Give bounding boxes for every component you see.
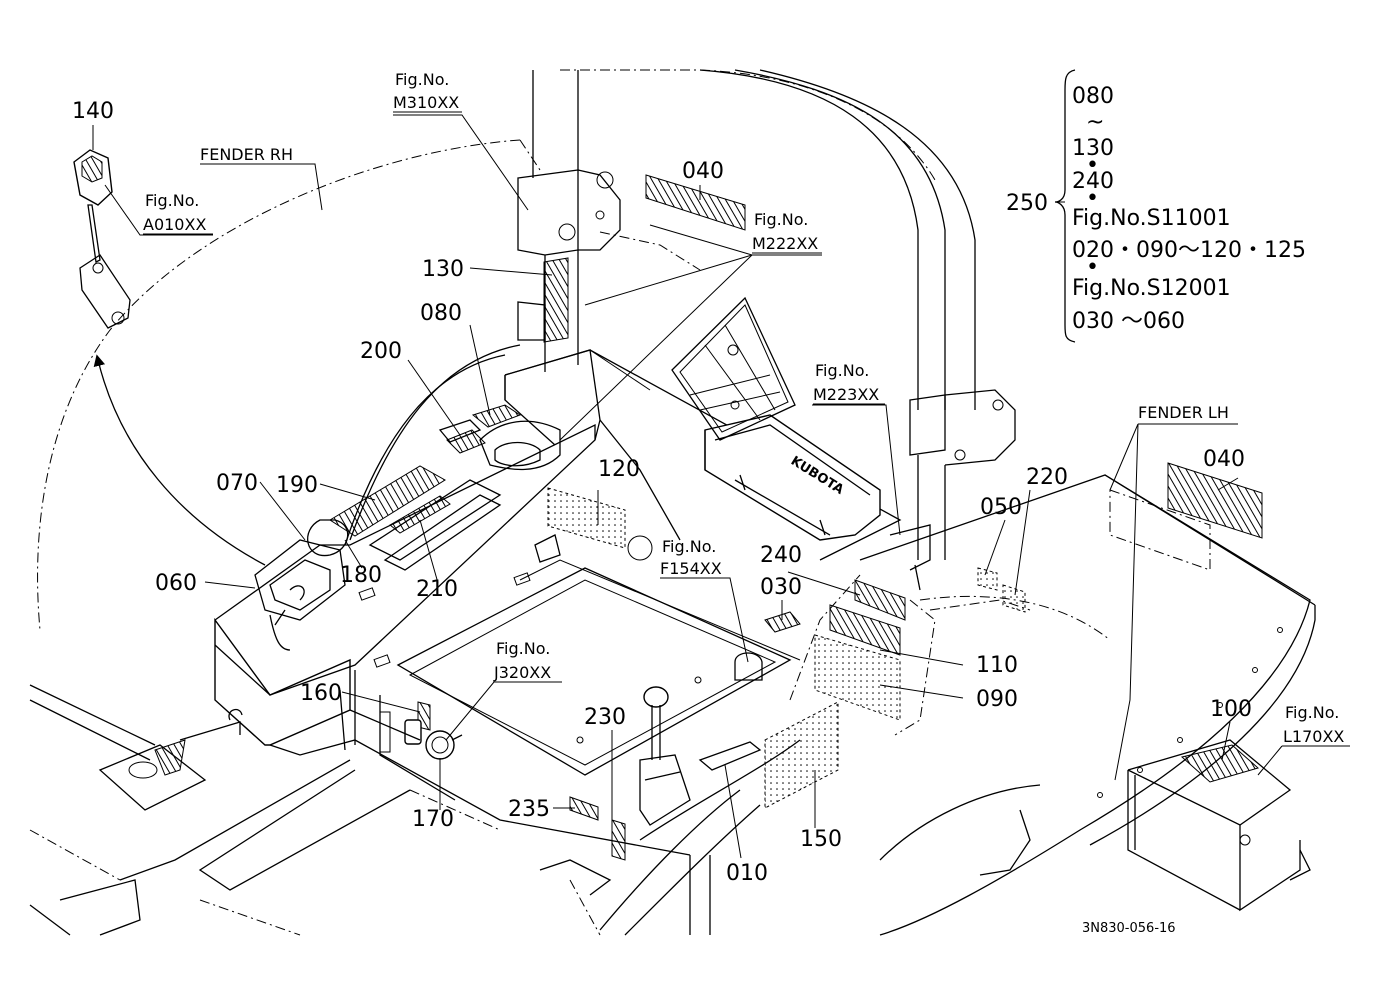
label-170: 170 xyxy=(412,807,454,832)
label-070: 070 xyxy=(216,471,258,496)
label-130: 130 xyxy=(422,257,464,282)
decals xyxy=(329,174,1263,861)
fender-rh-outline xyxy=(37,139,541,631)
fig-ref-j320-code: J320XX xyxy=(493,663,551,682)
decal-040-lh xyxy=(1167,462,1263,539)
kit-list-line-5: 240 xyxy=(1072,169,1114,194)
label-240: 240 xyxy=(760,543,802,568)
label-140: 140 xyxy=(72,99,114,124)
kit-list-line-9: • xyxy=(1086,255,1099,280)
fig-ref-f154-code: F154XX xyxy=(660,559,722,578)
fig-ref-m222-prefix: Fig.No. xyxy=(754,210,808,229)
fig-ref-a010-prefix: Fig.No. xyxy=(145,191,199,210)
kit-list-line-2: ~ xyxy=(1086,110,1104,135)
decal-190 xyxy=(329,465,446,537)
decal-120 xyxy=(547,487,626,549)
label-210: 210 xyxy=(416,577,458,602)
label-230: 230 xyxy=(584,705,626,730)
knob-170 xyxy=(404,719,463,760)
fig-ref-l170-code: L170XX xyxy=(1283,727,1344,746)
kit-list-line-3: 130 xyxy=(1072,136,1114,161)
label-190: 190 xyxy=(276,473,318,498)
cab-frame-right xyxy=(560,69,1016,560)
rear-window-panel xyxy=(671,296,796,441)
pedal-area xyxy=(29,684,243,811)
decal-200 xyxy=(446,429,486,454)
label-010: 010 xyxy=(726,861,768,886)
drawing-code: 3N830-056-16 xyxy=(1082,921,1176,936)
label-030: 030 xyxy=(760,575,802,600)
label-060: 060 xyxy=(155,571,197,596)
fig-ref-m310-code: M310XX xyxy=(393,93,459,112)
cab-pillar-left xyxy=(517,70,621,372)
decal-220 xyxy=(1002,584,1026,613)
callout-fender-rh: FENDER RH xyxy=(200,145,293,164)
fig-ref-m223-prefix: Fig.No. xyxy=(815,361,869,380)
label-235: 235 xyxy=(508,797,550,822)
label-040-lh: 040 xyxy=(1203,447,1245,472)
bracket-l170 xyxy=(1127,739,1311,912)
kit-list-line-11: 030 〜060 xyxy=(1072,309,1185,334)
kit-list-line-6: • xyxy=(1086,186,1099,211)
leader-lines xyxy=(92,114,1350,859)
label-080: 080 xyxy=(420,301,462,326)
label-090: 090 xyxy=(976,687,1018,712)
kit-list-line-8: 020・090〜120・125 xyxy=(1072,238,1306,263)
fig-ref-m222-code: M222XX xyxy=(752,234,818,253)
kit-list-line-4: • xyxy=(1086,153,1099,178)
dashed-guides xyxy=(599,231,1211,736)
figure-references: Fig.No. M310XX Fig.No. A010XX Fig.No. M2… xyxy=(143,70,1350,747)
decal-100 xyxy=(1180,744,1260,783)
label-100: 100 xyxy=(1210,697,1252,722)
joystick xyxy=(639,652,763,826)
decal-040-rh xyxy=(645,174,746,231)
callout-fender-lh: FENDER LH xyxy=(1138,403,1229,422)
decal-130 xyxy=(543,257,569,343)
lower-floor xyxy=(29,524,931,936)
kit-list-line-7: Fig.No.S11001 xyxy=(1072,206,1231,231)
decal-235 xyxy=(569,796,599,821)
label-150: 150 xyxy=(800,827,842,852)
decal-090 xyxy=(814,634,901,721)
label-250: 250 xyxy=(1006,191,1048,216)
label-180: 180 xyxy=(340,563,382,588)
decal-240 xyxy=(854,579,906,621)
fig-ref-f154-prefix: Fig.No. xyxy=(662,537,716,556)
console-housing xyxy=(214,344,653,746)
label-110: 110 xyxy=(976,653,1018,678)
relocation-arrow xyxy=(93,354,266,566)
lever-140 xyxy=(73,149,131,329)
fig-ref-a010-code: A010XX xyxy=(143,215,206,234)
decal-110 xyxy=(829,604,901,656)
kit-bracket xyxy=(1054,69,1076,343)
part-labels: 140 040 130 080 200 070 190 060 180 210 … xyxy=(72,99,1252,886)
label-160: 160 xyxy=(300,681,342,706)
decal-210 xyxy=(389,495,451,534)
decal-150 xyxy=(764,701,839,809)
kit-list: 080 ~ 130 • 240 • Fig.No.S11001 020・090〜… xyxy=(1072,84,1306,334)
decal-080 xyxy=(471,404,522,428)
label-200: 200 xyxy=(360,339,402,364)
label-120: 120 xyxy=(598,457,640,482)
toolbox: KUBOTA xyxy=(704,414,881,541)
fig-ref-m310-prefix: Fig.No. xyxy=(395,70,449,89)
callouts: FENDER RH FENDER LH xyxy=(200,145,1229,422)
kit-list-line-1: 080 xyxy=(1072,84,1114,109)
label-220: 220 xyxy=(1026,465,1068,490)
decal-230 xyxy=(611,819,626,861)
label-050: 050 xyxy=(980,495,1022,520)
fig-ref-l170-prefix: Fig.No. xyxy=(1285,703,1339,722)
fig-ref-j320-prefix: Fig.No. xyxy=(496,639,550,658)
label-040-rh: 040 xyxy=(682,159,724,184)
kit-list-line-10: Fig.No.S12001 xyxy=(1072,276,1231,301)
decal-050 xyxy=(977,567,998,591)
fig-ref-m223-code: M223XX xyxy=(813,385,879,404)
